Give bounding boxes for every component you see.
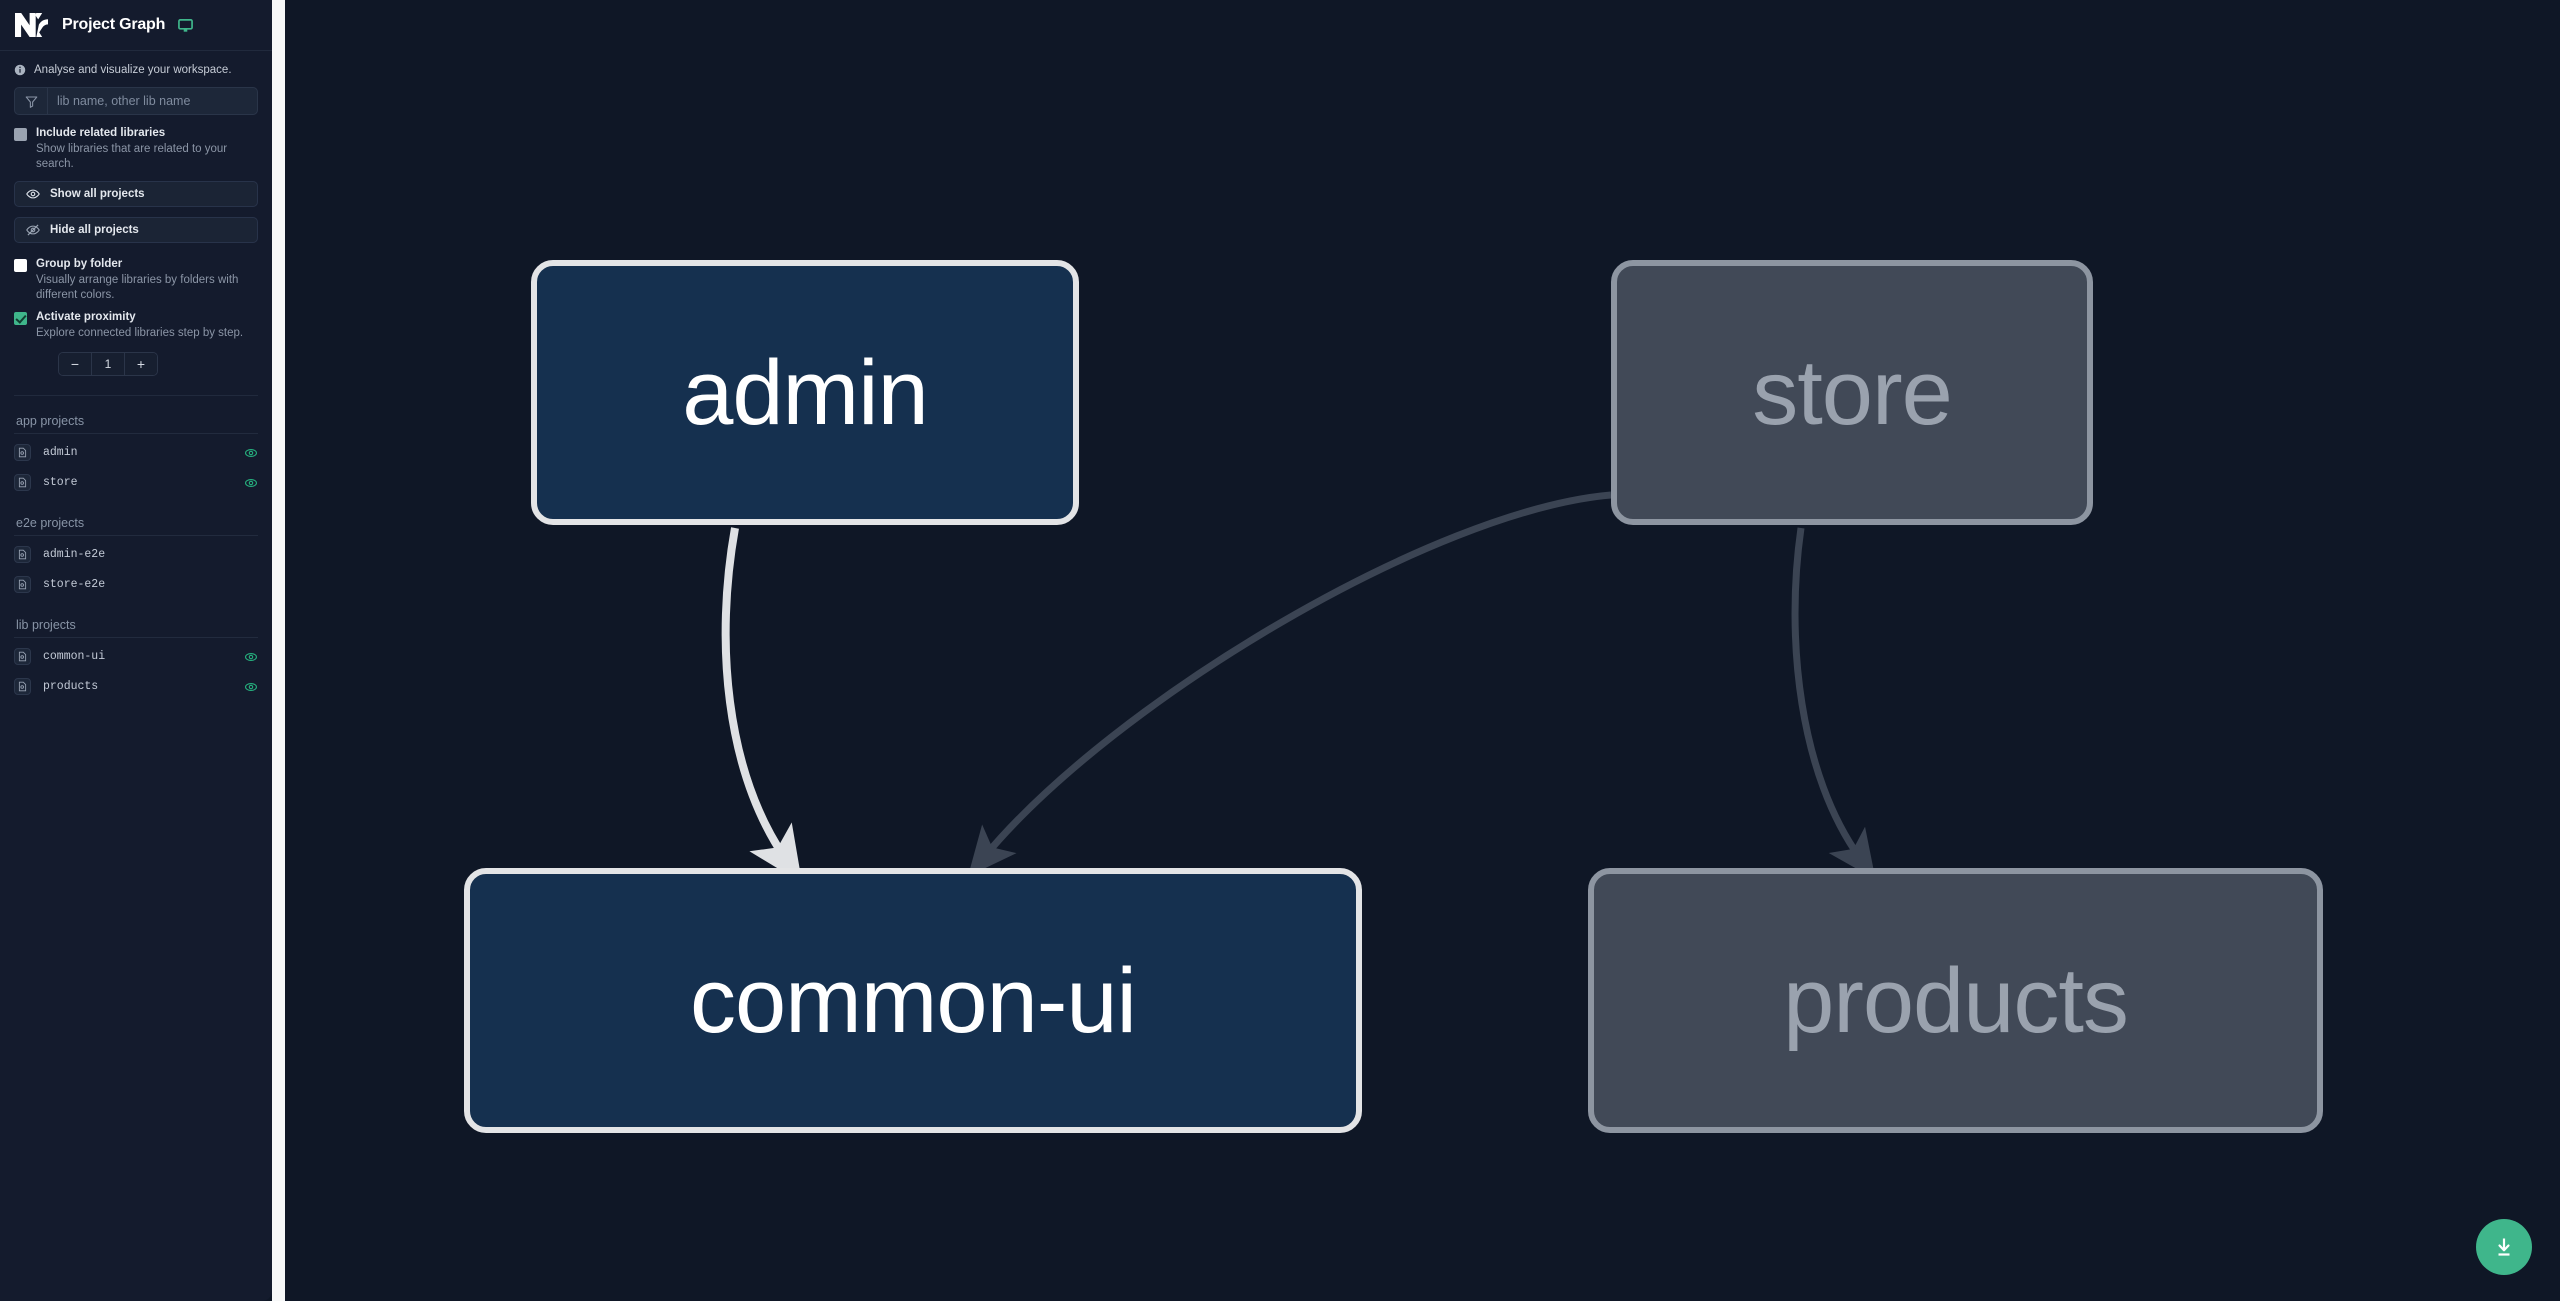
- eye-visible-icon[interactable]: [244, 680, 258, 694]
- proximity-stepper[interactable]: − 1 +: [58, 351, 158, 376]
- edge-admin-to-common-ui: [721, 527, 803, 884]
- group-title: e2e projects: [14, 498, 258, 536]
- option-include-related-libraries[interactable]: Include related libraries Show libraries…: [14, 126, 258, 171]
- checkbox-group-by-folder[interactable]: [14, 259, 27, 272]
- project-file-icon: [14, 648, 31, 665]
- project-row-common-ui[interactable]: common-ui: [14, 642, 258, 672]
- option-description: Explore connected libraries step by step…: [36, 327, 244, 339]
- show-all-projects-button[interactable]: Show all projects: [14, 181, 258, 207]
- project-file-icon: [14, 444, 31, 461]
- show-all-projects-label: Show all projects: [50, 188, 145, 200]
- eye-icon: [26, 187, 40, 201]
- project-row-admin[interactable]: admin: [14, 438, 258, 468]
- sidebar: Project Graph Analyse and visualize your…: [0, 0, 272, 1301]
- graph-node-admin[interactable]: admin: [531, 260, 1079, 525]
- project-file-icon: [14, 576, 31, 593]
- nx-logo-icon: [14, 10, 48, 40]
- download-icon: [2492, 1235, 2516, 1259]
- checkbox-include-related-libraries[interactable]: [14, 128, 27, 141]
- funnel-filter-icon: [15, 88, 48, 114]
- proximity-value: 1: [92, 352, 124, 375]
- option-label: Include related libraries: [36, 127, 166, 139]
- sidebar-divider: [14, 394, 258, 396]
- project-file-icon: [14, 474, 31, 491]
- eye-off-icon: [26, 223, 40, 237]
- eye-visible-icon[interactable]: [244, 446, 258, 460]
- project-file-icon: [14, 546, 31, 563]
- project-group-lib: lib projects common-ui: [0, 600, 272, 702]
- option-activate-proximity[interactable]: Activate proximity Explore connected lib…: [14, 310, 258, 341]
- download-graph-button[interactable]: [2476, 1219, 2532, 1275]
- edge-store-to-products: [1791, 527, 1876, 880]
- option-description: Show libraries that are related to your …: [36, 143, 228, 170]
- search-input[interactable]: [48, 88, 257, 114]
- node-label: products: [1783, 949, 2129, 1052]
- sidebar-header: Project Graph: [0, 0, 272, 51]
- eye-visible-icon[interactable]: [244, 650, 258, 664]
- project-row-products[interactable]: products: [14, 672, 258, 702]
- graph-canvas[interactable]: admin store common-ui products: [285, 0, 2560, 1301]
- graph-node-store[interactable]: store: [1611, 260, 2093, 525]
- eye-visible-icon[interactable]: [244, 476, 258, 490]
- graph-node-common-ui[interactable]: common-ui: [464, 868, 1362, 1133]
- hide-all-projects-button[interactable]: Hide all projects: [14, 217, 258, 243]
- checkbox-activate-proximity[interactable]: [14, 312, 27, 325]
- page-title: Project Graph: [62, 16, 166, 33]
- project-name: products: [43, 680, 99, 693]
- project-file-icon: [14, 678, 31, 695]
- project-row-store-e2e[interactable]: store-e2e: [14, 570, 258, 600]
- project-name: admin: [43, 446, 78, 459]
- info-icon: [14, 64, 26, 76]
- project-group-app: app projects admin: [0, 396, 272, 498]
- graph-edges: [721, 491, 1876, 884]
- project-name: store-e2e: [43, 578, 106, 591]
- option-description: Visually arrange libraries by folders wi…: [36, 274, 239, 301]
- group-title: app projects: [14, 396, 258, 434]
- search-field[interactable]: [14, 87, 258, 115]
- project-name: store: [43, 476, 78, 489]
- proximity-increment-button[interactable]: +: [124, 352, 157, 375]
- sidebar-controls: Include related libraries Show libraries…: [0, 87, 272, 396]
- option-group-by-folder[interactable]: Group by folder Visually arrange librari…: [14, 257, 258, 302]
- proximity-decrement-button[interactable]: −: [59, 352, 92, 375]
- group-title: lib projects: [14, 600, 258, 638]
- node-label: store: [1752, 341, 1953, 444]
- project-row-store[interactable]: store: [14, 468, 258, 498]
- tagline: Analyse and visualize your workspace.: [0, 51, 272, 87]
- sidebar-scrollbar[interactable]: [272, 0, 285, 1301]
- tagline-text: Analyse and visualize your workspace.: [34, 64, 232, 76]
- hide-all-projects-label: Hide all projects: [50, 224, 139, 236]
- graph-node-products[interactable]: products: [1588, 868, 2323, 1133]
- option-label: Activate proximity: [36, 311, 136, 323]
- project-group-e2e: e2e projects admin-e2e store-: [0, 498, 272, 600]
- monitor-icon[interactable]: [178, 18, 194, 33]
- edge-store-to-common-ui: [967, 491, 1612, 877]
- node-label: admin: [682, 341, 929, 444]
- project-name: common-ui: [43, 650, 106, 663]
- project-name: admin-e2e: [43, 548, 106, 561]
- node-label: common-ui: [689, 949, 1137, 1052]
- project-row-admin-e2e[interactable]: admin-e2e: [14, 540, 258, 570]
- option-label: Group by folder: [36, 258, 123, 270]
